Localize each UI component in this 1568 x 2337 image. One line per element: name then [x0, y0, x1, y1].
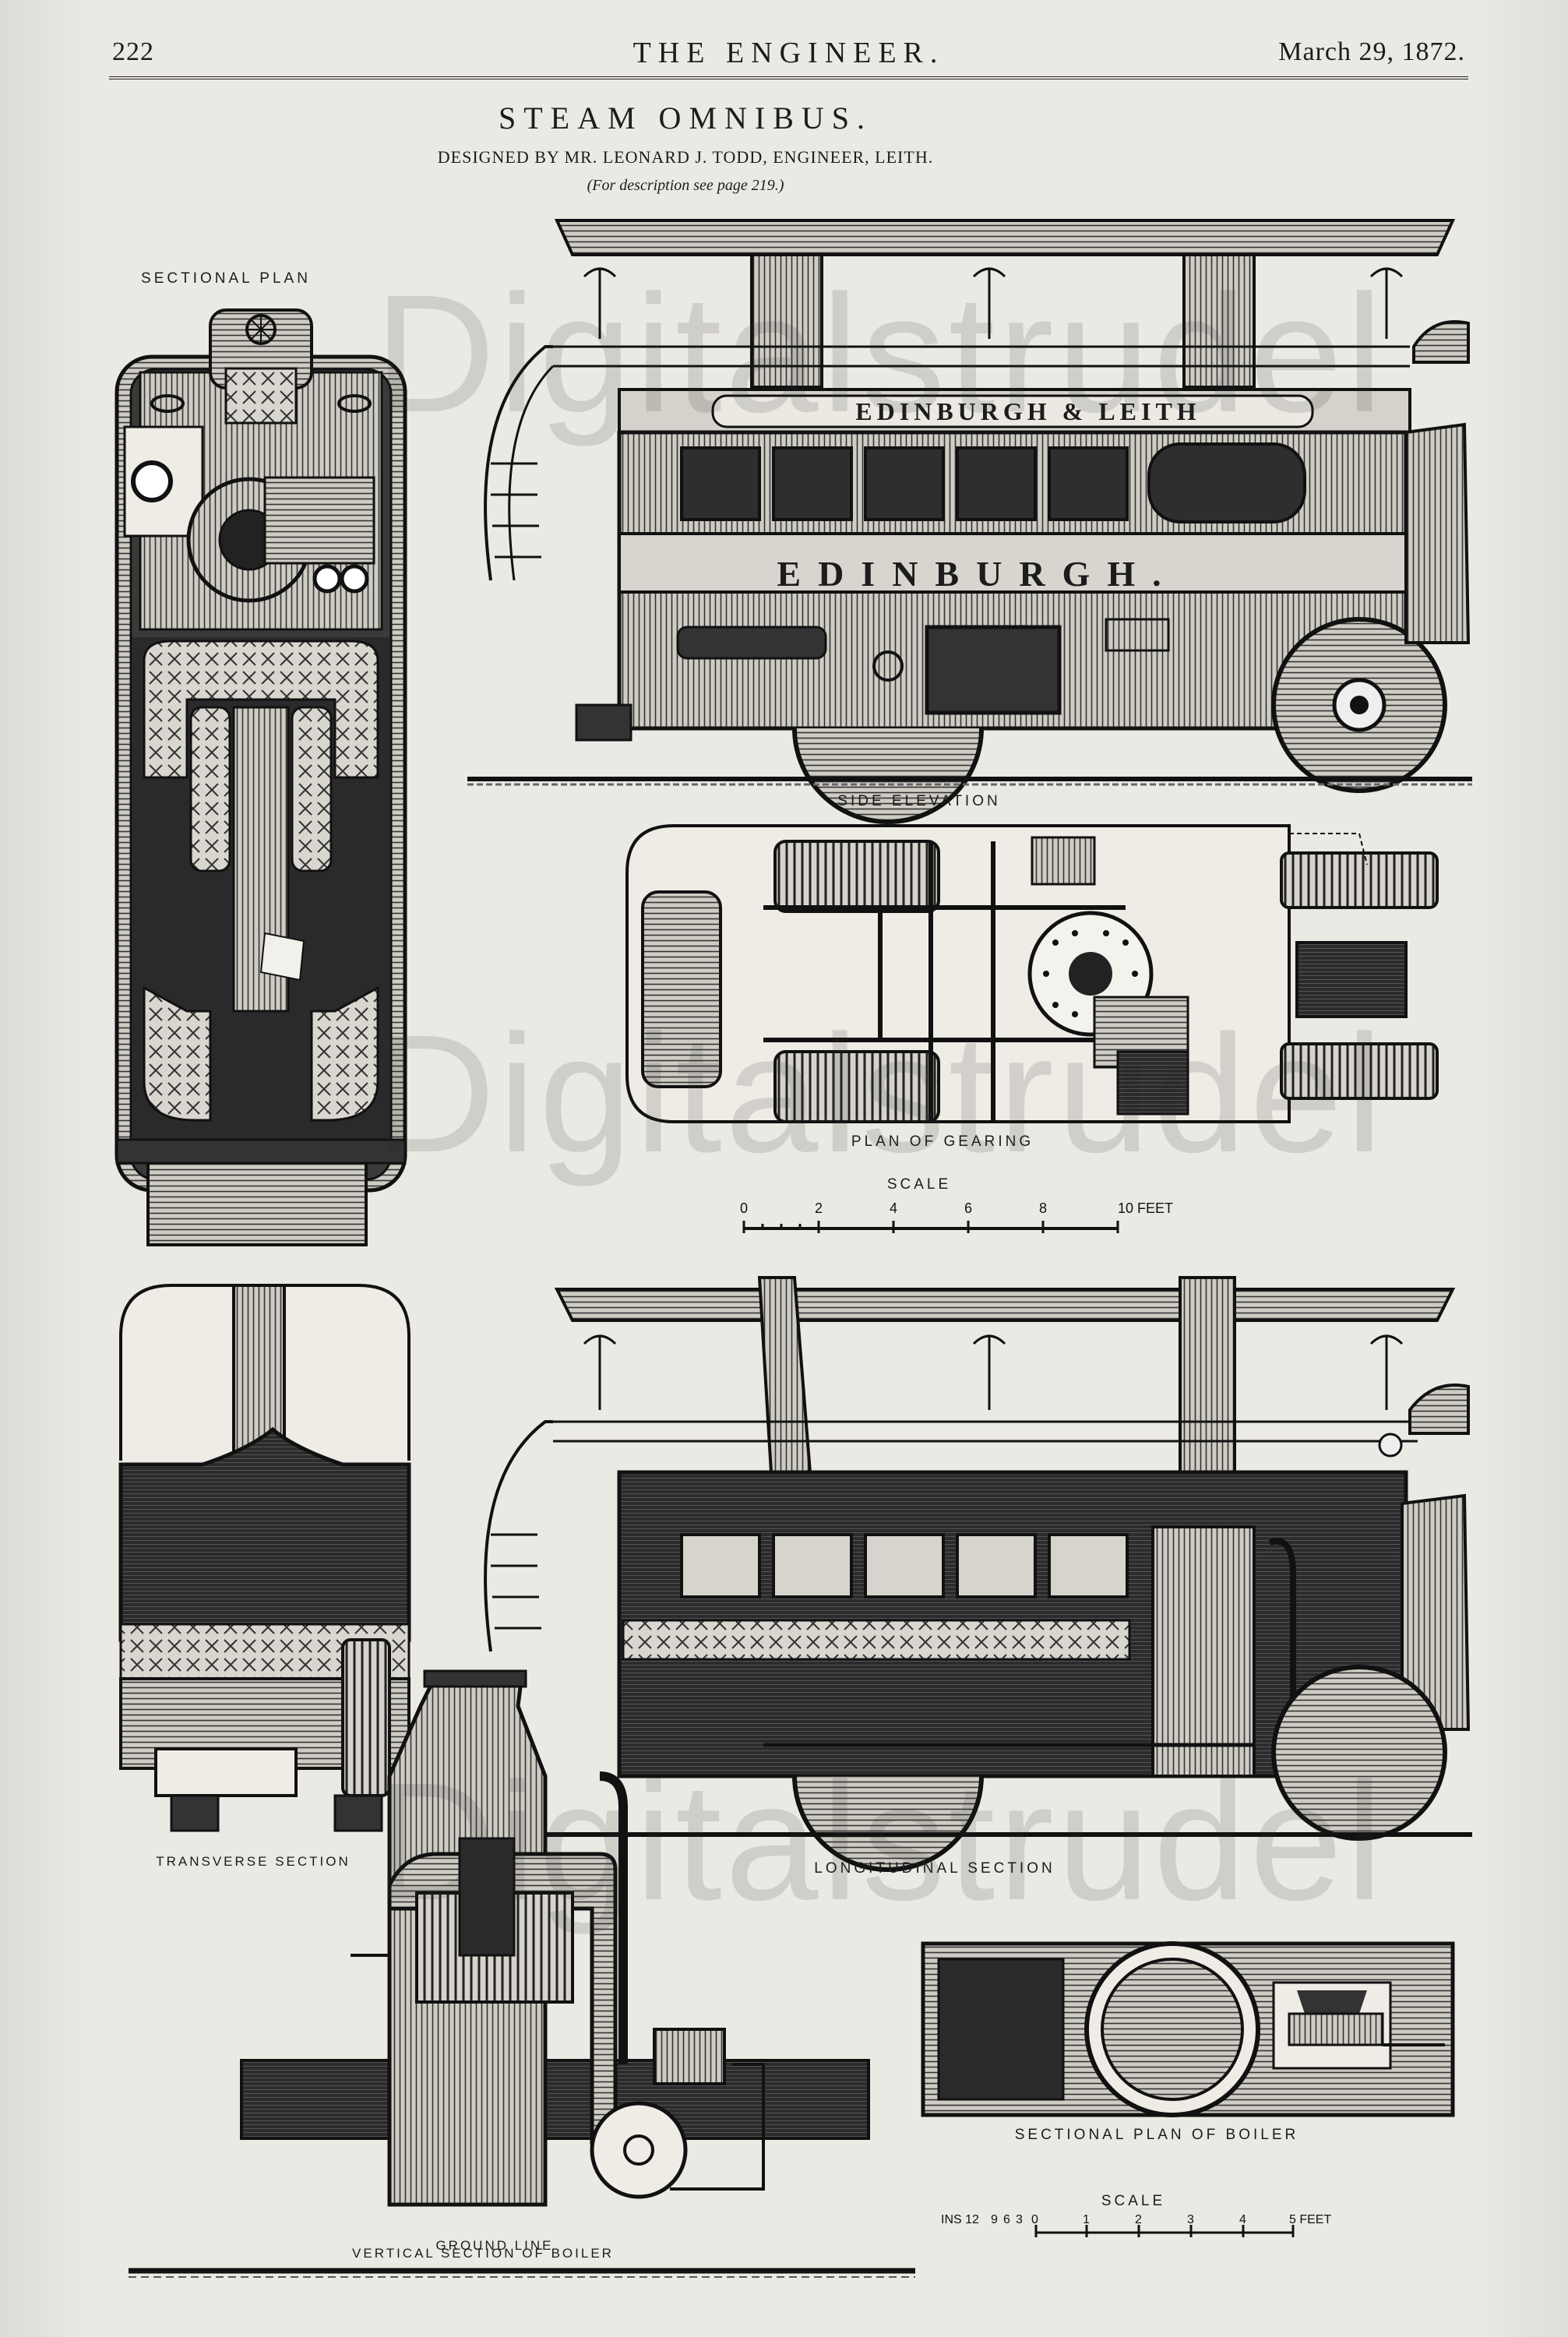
scale-feet-tick: 6	[964, 1200, 972, 1216]
side-lettering: EDINBURGH.	[777, 554, 1179, 594]
caption-transverse-section: TRANSVERSE SECTION	[156, 1854, 351, 1869]
sectional-plan-boiler-drawing	[921, 1941, 1455, 2117]
caption-plan-of-gearing: PLAN OF GEARING	[851, 1133, 1034, 1150]
sectional-plan-drawing	[115, 308, 407, 1246]
ground-line	[129, 2268, 915, 2278]
article-title: STEAM OMNIBUS.	[498, 100, 873, 136]
scale-inches-tick: 5 FEET	[1289, 2213, 1331, 2226]
caption-sectional-plan: SECTIONAL PLAN	[141, 270, 311, 287]
scale-feet-tick: 10 FEET	[1118, 1200, 1173, 1216]
scale-inches-tick: 3	[1187, 2213, 1194, 2226]
scale-feet-tick: 0	[740, 1200, 748, 1216]
journal-title: THE ENGINEER.	[632, 37, 945, 69]
plan-of-gearing-drawing	[625, 824, 1439, 1123]
scale-inches-tick: 1	[1083, 2213, 1090, 2226]
side-elevation-drawing	[467, 219, 1472, 824]
scale-inches-tick: 3	[1016, 2213, 1023, 2226]
vertical-section-boiler-drawing	[240, 1669, 870, 2207]
caption-longitudinal-section: LONGITUDINAL SECTION	[814, 1860, 1055, 1877]
scale-inches-bar: INS 12 9 6 3 0 1 2 3 4 5 FEET	[941, 2213, 1331, 2237]
scale-feet-tick: 4	[890, 1200, 897, 1216]
scale-inches-tick: 2	[1135, 2213, 1142, 2226]
designer-credit: DESIGNED BY MR. LEONARD J. TODD, ENGINEE…	[437, 147, 934, 167]
scale-inches-tick: 0	[1031, 2213, 1038, 2226]
transverse-section-drawing	[118, 1284, 411, 1832]
scale-inches-tick: 4	[1239, 2213, 1246, 2226]
scale-inches-tick: 9	[991, 2213, 998, 2226]
scale-inches-prefix: INS 12	[941, 2213, 979, 2226]
caption-vertical-section-boiler: VERTICAL SECTION OF BOILER	[352, 2246, 614, 2261]
scale-inches-label: SCALE	[1101, 2193, 1166, 2209]
caption-side-elevation: SIDE ELEVATION	[837, 793, 1001, 809]
scale-inches-tick: 6	[1003, 2213, 1010, 2226]
longitudinal-section-drawing	[467, 1276, 1472, 1872]
route-board-text: EDINBURGH & LEITH	[855, 397, 1201, 425]
scale-feet-label: SCALE	[886, 1176, 952, 1193]
scale-feet-tick: 8	[1039, 1200, 1047, 1216]
description-reference: (For description see page 219.)	[587, 177, 784, 194]
caption-sectional-plan-boiler: SECTIONAL PLAN OF BOILER	[1014, 2127, 1299, 2143]
page-number: 222	[112, 37, 154, 66]
scale-feet-bar: 0 2 4 6 8 10 FEET	[740, 1200, 1173, 1233]
caption-ground-line: GROUND LINE	[435, 2238, 554, 2253]
scale-feet-tick: 2	[815, 1200, 823, 1216]
issue-date: March 29, 1872.	[1278, 37, 1465, 66]
page-header: 222 THE ENGINEER. March 29, 1872.	[109, 31, 1468, 79]
article-title-block: STEAM OMNIBUS. DESIGNED BY MR. LEONARD J…	[436, 100, 935, 195]
